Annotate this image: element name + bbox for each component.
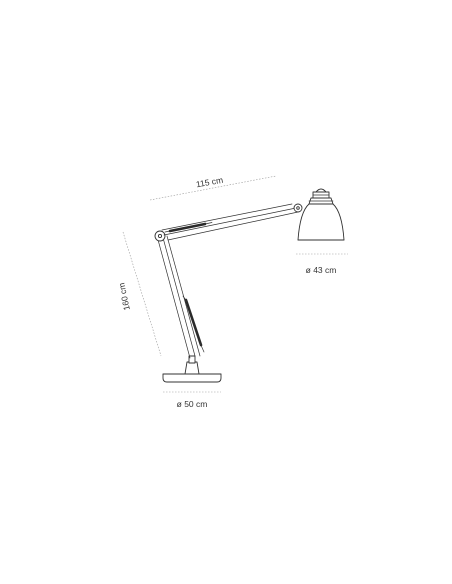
base-diameter-label: ø 50 cm bbox=[177, 399, 208, 409]
lamp-illustration bbox=[154, 188, 345, 383]
lamp-lower-arm bbox=[156, 233, 201, 359]
lamp-upper-spring bbox=[164, 222, 213, 233]
dimension-lines bbox=[122, 175, 348, 393]
height-dimension-line bbox=[122, 231, 162, 357]
height-label: 160 cm bbox=[116, 282, 132, 311]
arm-reach-label: 115 cm bbox=[195, 175, 224, 190]
lamp-upper-arm bbox=[161, 203, 299, 241]
arm-reach-dimension-line bbox=[149, 175, 277, 201]
lamp-lower-spring bbox=[182, 295, 205, 353]
lamp-shade-joint bbox=[293, 203, 303, 213]
lamp-base bbox=[162, 355, 222, 383]
shade-diameter-label: ø 43 cm bbox=[306, 265, 337, 275]
lamp-shade bbox=[297, 188, 345, 241]
lamp-elbow-joint bbox=[154, 230, 166, 242]
